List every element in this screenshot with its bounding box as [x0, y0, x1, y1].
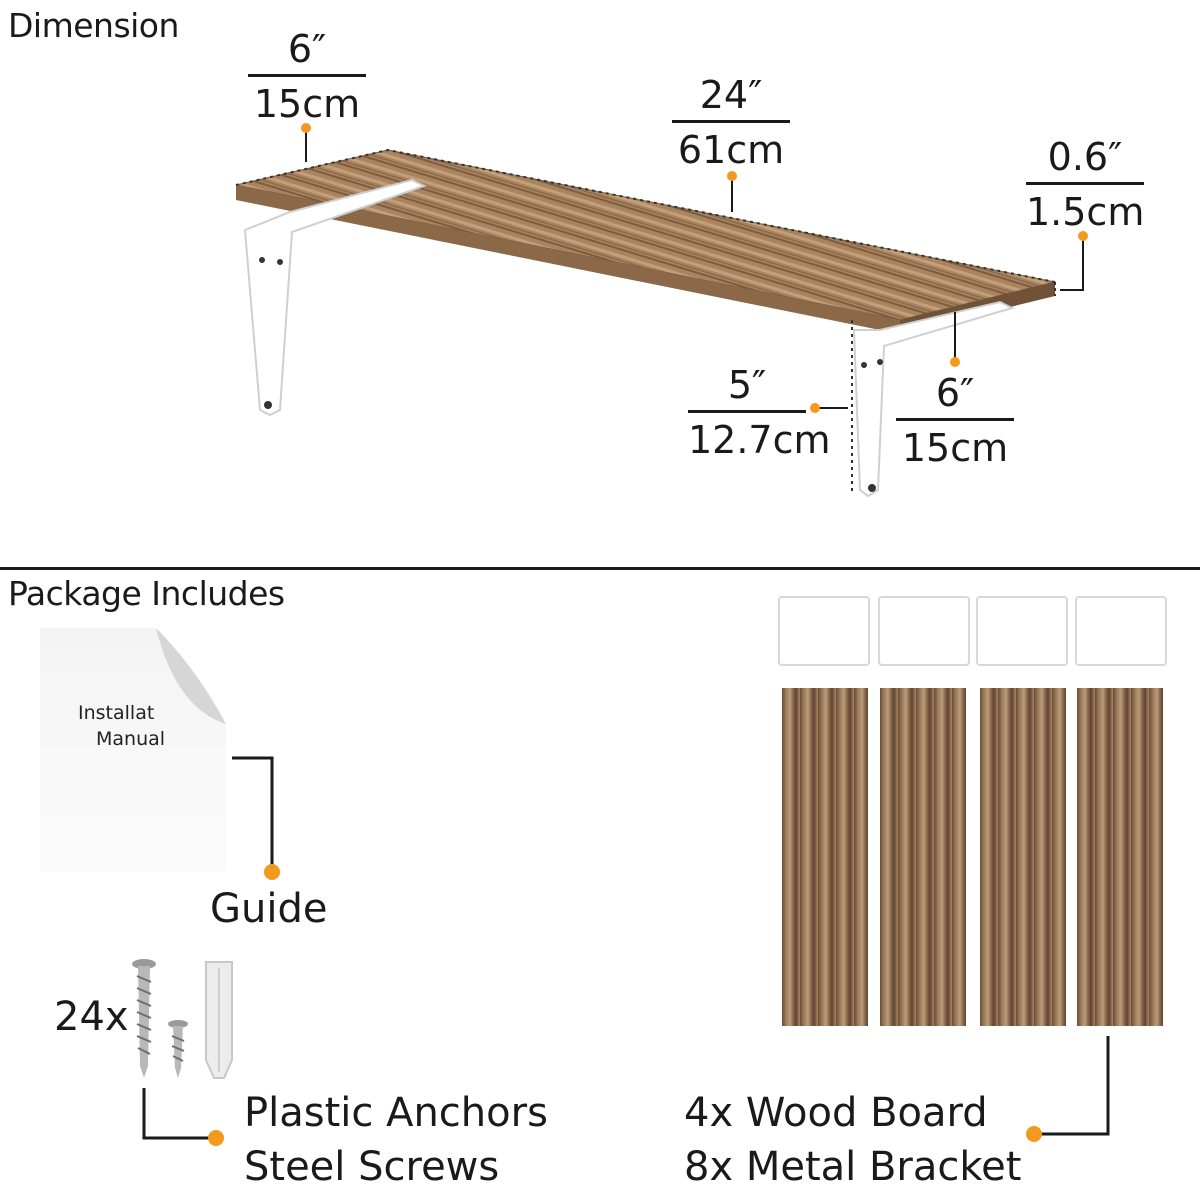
- dimension-thickness: 0.6″ 1.5cm: [1026, 138, 1144, 231]
- boards-line-wood: 4x Wood Board: [684, 1090, 988, 1136]
- manual-text-line1: Installat: [78, 702, 155, 724]
- shelf-illustration: [235, 123, 1088, 498]
- guide-leader-line: [232, 756, 280, 880]
- hardware-line-anchors: Plastic Anchors: [244, 1090, 548, 1136]
- hardware-leader-line: [142, 1088, 224, 1146]
- bracket-image-2: [878, 596, 970, 666]
- boards-line-brackets: 8x Metal Bracket: [684, 1144, 1022, 1190]
- dimension-title: Dimension: [8, 6, 179, 45]
- manual-image: Installat Manual: [40, 628, 226, 872]
- dimension-bracket-height-metric: 12.7cm: [688, 418, 831, 462]
- dimension-depth-top-imperial: 6″: [248, 30, 366, 77]
- dimension-bracket-depth-metric: 15cm: [901, 426, 1009, 470]
- bracket-image-1: [778, 596, 870, 666]
- dimension-length-metric: 61cm: [677, 128, 785, 172]
- dimension-thickness-imperial: 0.6″: [1026, 138, 1144, 185]
- hardware-count: 24x: [54, 994, 129, 1040]
- dimension-bracket-height-imperial: 5″: [688, 366, 806, 413]
- package-title: Package Includes: [8, 574, 285, 613]
- hardware-labels: Plastic Anchors Steel Screws: [244, 1086, 548, 1194]
- dimension-thickness-metric: 1.5cm: [1026, 190, 1145, 234]
- screws-anchors-image: [132, 959, 233, 1079]
- wood-board-image-3: [980, 688, 1066, 1026]
- page-curl-icon: [156, 628, 226, 724]
- dimension-depth-top: 6″ 15cm: [248, 30, 366, 123]
- guide-label: Guide: [210, 886, 328, 932]
- hardware-line-screws: Steel Screws: [244, 1144, 500, 1190]
- bracket-image-3: [976, 596, 1068, 666]
- wood-board-image-1: [782, 688, 868, 1026]
- section-divider: [0, 567, 1200, 570]
- manual-text-line2: Manual: [96, 728, 166, 750]
- wood-board-image-2: [880, 688, 966, 1026]
- boards-labels: 4x Wood Board 8x Metal Bracket: [684, 1086, 1021, 1194]
- dimension-bracket-height: 5″ 12.7cm: [688, 366, 831, 462]
- wood-board-image-4: [1077, 688, 1163, 1026]
- dimension-depth-top-metric: 15cm: [253, 82, 361, 126]
- dimension-bracket-depth-imperial: 6″: [896, 374, 1014, 421]
- boards-leader-line: [1026, 1036, 1110, 1142]
- bracket-image-4: [1075, 596, 1167, 666]
- dimension-bracket-depth: 6″ 15cm: [896, 374, 1014, 467]
- dimension-length-imperial: 24″: [672, 76, 790, 123]
- dimension-length: 24″ 61cm: [672, 76, 790, 169]
